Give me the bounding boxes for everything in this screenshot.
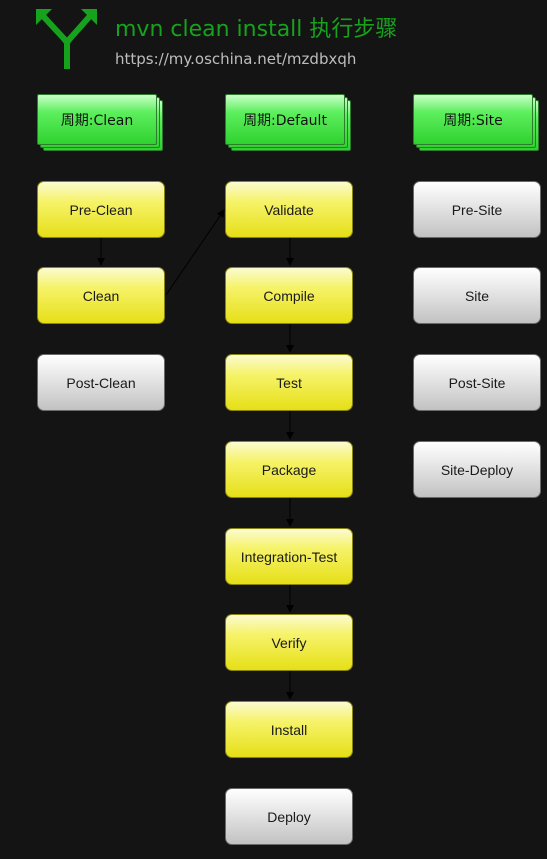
phase-package: Package [225, 441, 353, 498]
phase-post-site: Post-Site [413, 354, 541, 411]
branch-fork-icon [36, 9, 97, 69]
phase-deploy: Deploy [225, 788, 353, 845]
lifecycle-default-header: 周期:Default [225, 94, 351, 151]
phase-pre-clean: Pre-Clean [37, 181, 165, 238]
phase-verify: Verify [225, 614, 353, 671]
lifecycle-site-header: 周期:Site [413, 94, 539, 151]
phase-clean: Clean [37, 267, 165, 324]
phase-integration-test: Integration-Test [225, 528, 353, 585]
phase-site: Site [413, 267, 541, 324]
phase-install: Install [225, 701, 353, 758]
phase-test: Test [225, 354, 353, 411]
phase-site-deploy: Site-Deploy [413, 441, 541, 498]
phase-compile: Compile [225, 267, 353, 324]
arrow-clean-to-validate [165, 209, 225, 296]
page-title: mvn clean install 执行步骤 [115, 17, 398, 42]
phase-validate: Validate [225, 181, 353, 238]
source-url: https://my.oschina.net/mzdbxqh [115, 50, 357, 68]
lifecycle-site-label: 周期:Site [413, 94, 533, 145]
lifecycle-clean-label: 周期:Clean [37, 94, 157, 145]
lifecycle-clean-header: 周期:Clean [37, 94, 163, 151]
phase-pre-site: Pre-Site [413, 181, 541, 238]
lifecycle-default-label: 周期:Default [225, 94, 345, 145]
phase-post-clean: Post-Clean [37, 354, 165, 411]
